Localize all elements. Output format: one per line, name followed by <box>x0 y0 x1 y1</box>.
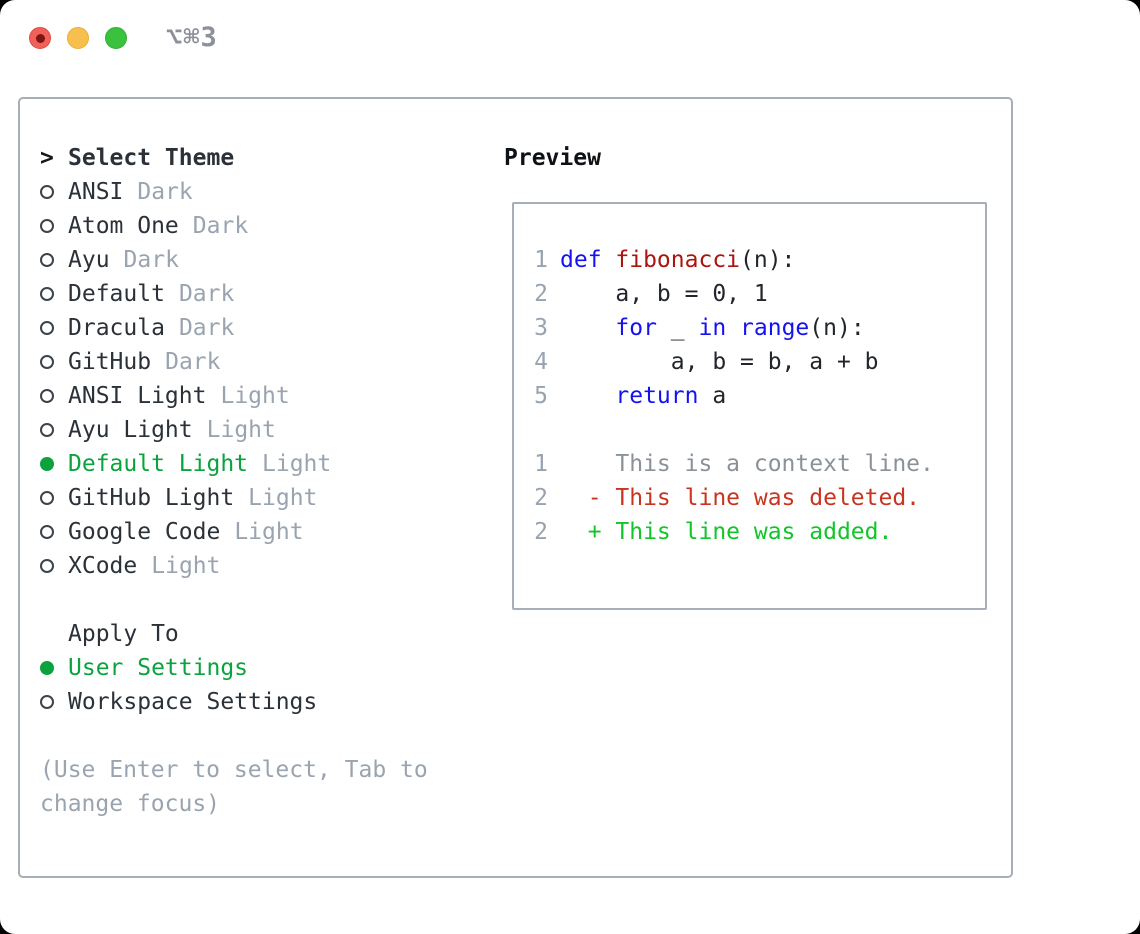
theme-variant: Light <box>220 383 290 409</box>
theme-variant: Dark <box>137 179 193 205</box>
line-number: 2 <box>534 485 548 511</box>
minimize-button[interactable] <box>67 27 89 49</box>
radio-icon <box>40 355 68 369</box>
theme-option-ayu-light[interactable]: Ayu Light Light <box>40 413 331 447</box>
radio-icon <box>40 559 68 573</box>
theme-variant: Dark <box>178 281 235 307</box>
radio-icon <box>40 287 68 301</box>
preview-line: 4 a, b = b, a + b <box>514 345 985 379</box>
theme-variant: Light <box>234 519 304 545</box>
preview-line: 1 This is a context line. <box>514 447 985 481</box>
theme-option-ansi[interactable]: ANSI Dark <box>40 175 331 209</box>
theme-option-ayu[interactable]: Ayu Dark <box>40 243 331 277</box>
preview-line: 3 for _ in range(n): <box>514 311 985 345</box>
preview-line <box>514 413 985 447</box>
prompt-icon: > <box>40 145 54 171</box>
theme-option-google-code[interactable]: Google Code Light <box>40 515 331 549</box>
theme-variant: Light <box>248 485 318 511</box>
theme-variant: Dark <box>178 315 235 341</box>
theme-name: Ayu <box>68 247 110 273</box>
record-dot-icon <box>35 33 45 43</box>
theme-variant: Light <box>151 553 221 579</box>
theme-name: Google Code <box>68 519 221 545</box>
close-button[interactable] <box>29 27 51 49</box>
line-number: 3 <box>534 315 548 341</box>
line-number: 1 <box>534 451 548 477</box>
radio-icon <box>40 185 68 199</box>
theme-name: Atom One <box>68 213 179 239</box>
line-number: 1 <box>534 247 548 273</box>
theme-name: Dracula <box>68 315 165 341</box>
radio-icon <box>40 423 68 437</box>
preview-line: 2 + This line was added. <box>514 515 985 549</box>
theme-option-atom-one[interactable]: Atom One Dark <box>40 209 331 243</box>
radio-icon <box>40 525 68 539</box>
theme-list-header: > Select Theme <box>40 141 331 175</box>
theme-name: Default <box>68 281 165 307</box>
theme-variant: Light <box>206 417 276 443</box>
theme-name: Default Light <box>68 451 249 477</box>
apply-option-label: User Settings <box>68 655 249 681</box>
theme-variant: Dark <box>192 213 249 239</box>
theme-option-github[interactable]: GitHub Dark <box>40 345 331 379</box>
theme-option-github-light[interactable]: GitHub Light Light <box>40 481 331 515</box>
zoom-button[interactable] <box>105 27 127 49</box>
apply-to-header: Apply To <box>40 617 317 651</box>
radio-selected-icon <box>40 661 68 675</box>
preview-line: 5 return a <box>514 379 985 413</box>
apply-option-label: Workspace Settings <box>68 689 318 715</box>
theme-variant: Dark <box>123 247 179 273</box>
line-number: 4 <box>534 349 548 375</box>
theme-option-ansi-light[interactable]: ANSI Light Light <box>40 379 331 413</box>
radio-icon <box>40 389 68 403</box>
radio-icon <box>40 695 68 709</box>
hint-text: (Use Enter to select, Tab to change focu… <box>40 757 428 817</box>
preview-heading: Preview <box>504 145 601 171</box>
theme-list-heading: Select Theme <box>68 145 235 171</box>
theme-option-default[interactable]: Default Dark <box>40 277 331 311</box>
theme-option-dracula[interactable]: Dracula Dark <box>40 311 331 345</box>
theme-option-xcode[interactable]: XCode Light <box>40 549 331 583</box>
theme-name: GitHub Light <box>68 485 235 511</box>
apply-option-user-settings[interactable]: User Settings <box>40 651 317 685</box>
radio-icon <box>40 491 68 505</box>
theme-name: ANSI <box>68 179 124 205</box>
theme-variant: Light <box>262 451 332 477</box>
theme-name: GitHub <box>68 349 152 375</box>
apply-to-heading: Apply To <box>68 621 179 647</box>
theme-name: Ayu Light <box>68 417 193 443</box>
titlebar: ⌥⌘3 <box>0 0 1140 76</box>
theme-option-default-light[interactable]: Default Light Light <box>40 447 331 481</box>
theme-name: ANSI Light <box>68 383 207 409</box>
window-title: ⌥⌘3 <box>166 22 218 53</box>
theme-name: XCode <box>68 553 138 579</box>
apply-option-workspace-settings[interactable]: Workspace Settings <box>40 685 317 719</box>
radio-selected-icon <box>40 457 68 471</box>
preview-line: 2 a, b = 0, 1 <box>514 277 985 311</box>
radio-icon <box>40 219 68 233</box>
preview-line: 2 - This line was deleted. <box>514 481 985 515</box>
radio-icon <box>40 321 68 335</box>
radio-icon <box>40 253 68 267</box>
line-number: 2 <box>534 281 548 307</box>
theme-variant: Dark <box>165 349 221 375</box>
line-number: 5 <box>534 383 548 409</box>
line-number: 2 <box>534 519 548 545</box>
